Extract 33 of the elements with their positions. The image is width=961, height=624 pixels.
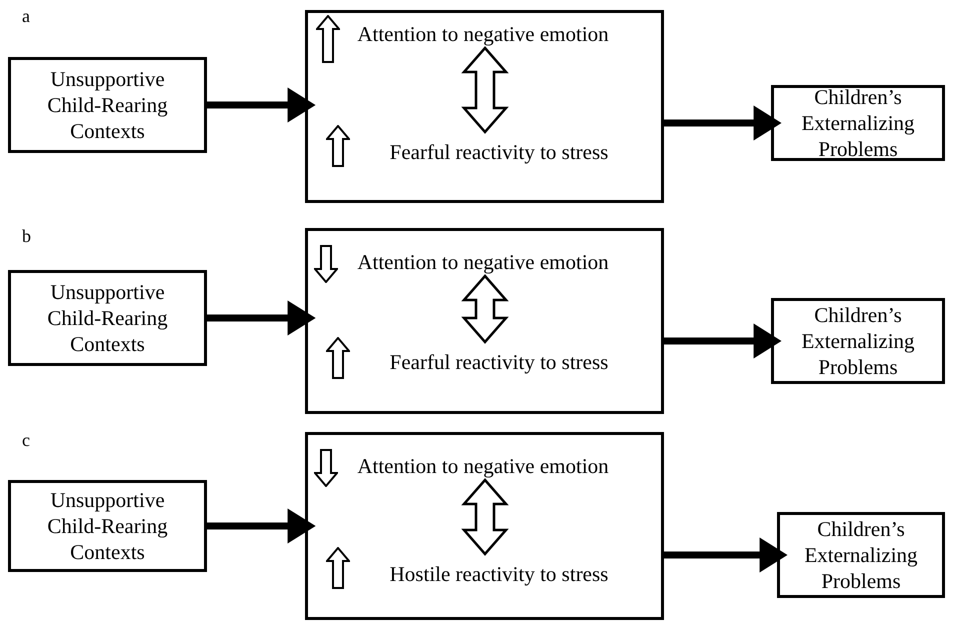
node-text: Fearful reactivity to stress (364, 137, 634, 167)
node-text: Attention to negative emotion (348, 19, 618, 49)
box-label: Children’s Externalizing Problems (800, 84, 916, 162)
node-text: Attention to negative emotion (348, 451, 618, 481)
panel-letter: c (22, 430, 30, 450)
arrow (664, 538, 788, 572)
double-arrow (461, 46, 509, 134)
arrow (207, 508, 316, 544)
box-label: Unsupportive Child-Rearing Contexts (46, 279, 169, 357)
container-box (305, 228, 664, 414)
node-text: Attention to negative emotion (348, 247, 618, 277)
node-text: Fearful reactivity to stress (364, 347, 634, 377)
arrow (664, 324, 782, 358)
process-box (771, 85, 945, 161)
node-text: Hostile reactivity to stress (364, 559, 634, 589)
arrow (207, 88, 316, 122)
container-box (305, 432, 664, 620)
arrow (207, 300, 316, 336)
process-box (8, 57, 207, 153)
panel-letter: b (22, 226, 31, 246)
box-label: Children’s Externalizing Problems (800, 302, 916, 380)
arrow (664, 106, 782, 140)
process-box (777, 512, 945, 598)
panel-letter: a (22, 6, 30, 26)
double-arrow (461, 478, 509, 556)
box-label: Unsupportive Child-Rearing Contexts (46, 66, 169, 144)
double-arrow (461, 274, 509, 344)
process-box (8, 270, 207, 366)
box-label: Unsupportive Child-Rearing Contexts (46, 487, 169, 565)
process-box (771, 298, 945, 384)
box-label: Children’s Externalizing Problems (803, 516, 919, 594)
process-box (8, 480, 207, 572)
container-box (305, 10, 664, 203)
